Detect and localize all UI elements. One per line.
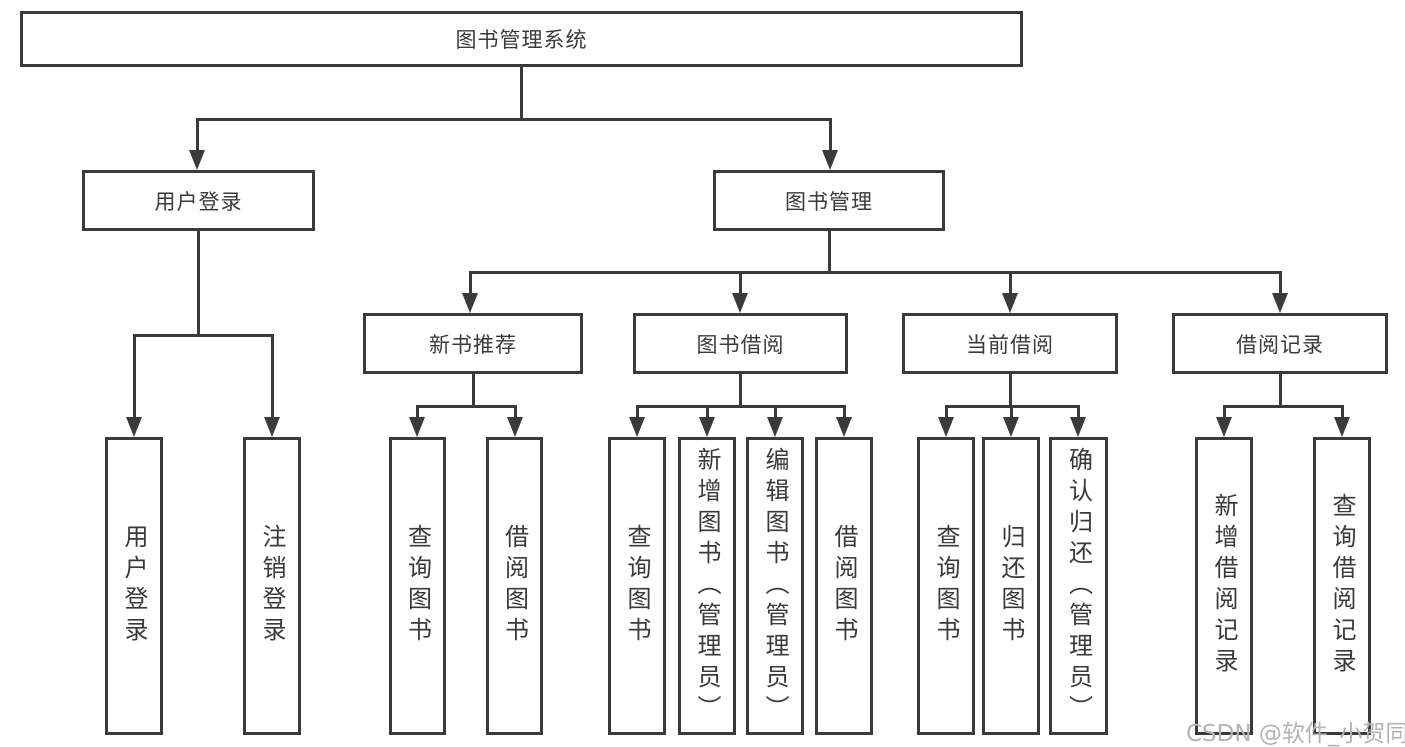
node-label: 当前借阅: [966, 332, 1054, 357]
connector-line: [706, 405, 709, 419]
arrowhead-down-icon: [836, 417, 852, 437]
connector-line: [739, 374, 742, 407]
connector-line: [828, 231, 831, 274]
connector-line: [133, 334, 274, 337]
leaf-borrow-books: 借阅图书: [815, 437, 873, 735]
leaf-confirm-return-admin: 确认归还（管理员）: [1049, 437, 1108, 735]
leaf-query-books-recommend: 查询图书: [389, 437, 446, 735]
node-user-login: 用户登录: [82, 170, 315, 231]
node-label: 查询图书: [403, 524, 432, 648]
node-label: 查询借阅记录: [1328, 493, 1356, 679]
leaf-user-login: 用户登录: [105, 437, 163, 735]
node-current-borrowing: 当前借阅: [902, 313, 1118, 374]
arrowhead-down-icon: [767, 417, 783, 437]
arrowhead-down-icon: [1216, 417, 1232, 437]
connector-line: [1009, 271, 1012, 295]
connector-line: [636, 405, 846, 408]
connector-line: [829, 118, 832, 152]
connector-line: [636, 405, 639, 419]
node-label: 归还图书: [997, 524, 1025, 648]
node-book-borrowing: 图书借阅: [633, 313, 848, 374]
node-new-book-recommendation: 新书推荐: [363, 313, 583, 374]
arrowhead-down-icon: [1003, 417, 1019, 437]
node-label: 借阅图书: [500, 524, 529, 648]
arrowhead-down-icon: [1070, 417, 1086, 437]
leaf-borrow-books-recommend: 借阅图书: [486, 437, 543, 735]
node-label: 图书管理: [785, 189, 873, 214]
node-label: 新增图书（管理员）: [693, 446, 721, 726]
connector-line: [196, 118, 832, 121]
arrowhead-down-icon: [409, 417, 425, 437]
connector-line: [1223, 405, 1344, 408]
connector-line: [945, 405, 948, 419]
node-label: 注销登录: [258, 524, 286, 648]
leaf-return-books: 归还图书: [982, 437, 1040, 735]
connector-line: [1010, 405, 1013, 419]
leaf-query-borrow-record: 查询借阅记录: [1313, 437, 1371, 735]
leaf-add-books-admin: 新增图书（管理员）: [678, 437, 736, 735]
arrowhead-down-icon: [699, 417, 715, 437]
connector-line: [1279, 271, 1282, 295]
node-label: 查询图书: [932, 524, 960, 648]
node-label: 新书推荐: [429, 332, 517, 357]
arrowhead-down-icon: [1334, 417, 1350, 437]
connector-line: [416, 405, 517, 408]
arrowhead-down-icon: [822, 150, 838, 170]
connector-line: [514, 405, 517, 419]
arrowhead-down-icon: [126, 417, 142, 437]
connector-line: [739, 271, 742, 295]
node-label: 新增借阅记录: [1210, 493, 1238, 679]
connector-line: [1009, 374, 1012, 407]
arrowhead-down-icon: [264, 417, 280, 437]
leaf-add-borrow-record: 新增借阅记录: [1195, 437, 1253, 735]
connector-line: [133, 334, 136, 419]
connector-line: [1279, 374, 1282, 407]
leaf-query-books-borrowing: 查询图书: [608, 437, 666, 735]
arrowhead-down-icon: [1002, 293, 1018, 313]
node-label: 用户登录: [154, 189, 243, 214]
arrowhead-down-icon: [938, 417, 954, 437]
node-label: 借阅图书: [830, 524, 858, 648]
arrowhead-down-icon: [507, 417, 523, 437]
connector-line: [469, 271, 472, 295]
node-borrowing-records: 借阅记录: [1172, 313, 1388, 374]
csdn-watermark: CSDN @软件_小贺同学: [1186, 721, 1405, 747]
node-book-management: 图书管理: [713, 170, 945, 231]
connector-line: [774, 405, 777, 419]
node-label: 图书借阅: [696, 332, 785, 357]
connector-line: [416, 405, 419, 419]
arrowhead-down-icon: [629, 417, 645, 437]
arrowhead-down-icon: [189, 150, 205, 170]
connector-line: [843, 405, 846, 419]
connector-line: [1223, 405, 1226, 419]
node-label: 借阅记录: [1236, 332, 1324, 357]
connector-line: [520, 67, 523, 121]
leaf-edit-books-admin: 编辑图书（管理员）: [746, 437, 804, 735]
node-label: 查询图书: [623, 524, 651, 648]
connector-line: [1077, 405, 1080, 419]
connector-line: [197, 231, 200, 336]
node-label: 确认归还（管理员）: [1064, 446, 1093, 726]
connector-line: [196, 118, 199, 152]
arrowhead-down-icon: [1272, 293, 1288, 313]
leaf-query-books-current: 查询图书: [917, 437, 975, 735]
connector-line: [1341, 405, 1344, 419]
node-library-management-system: 图书管理系统: [20, 11, 1023, 67]
arrowhead-down-icon: [732, 293, 748, 313]
node-label: 编辑图书（管理员）: [761, 446, 789, 726]
arrowhead-down-icon: [462, 293, 478, 313]
node-label: 图书管理系统: [455, 28, 588, 52]
connector-line: [271, 334, 274, 419]
node-label: 用户登录: [120, 524, 148, 648]
leaf-logout: 注销登录: [243, 437, 301, 735]
connector-line: [469, 271, 1282, 274]
connector-line: [472, 374, 475, 407]
